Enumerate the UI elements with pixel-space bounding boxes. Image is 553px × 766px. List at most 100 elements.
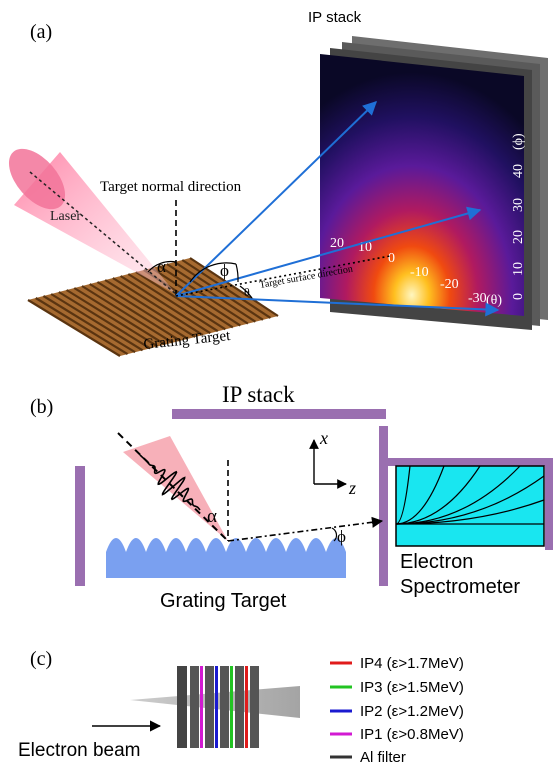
spectrometer-magnet-region xyxy=(395,465,545,547)
laser-aperture xyxy=(8,148,66,210)
grating-ridge xyxy=(65,289,159,348)
phi-arc-a2 xyxy=(235,263,239,283)
legend-label-al-filter: Al filter xyxy=(360,749,406,766)
electron-spectrometer xyxy=(388,458,553,550)
grating-ridge xyxy=(166,263,257,323)
spectrometer-label-line1: Electron xyxy=(400,551,473,573)
legend-label-ip1: IP1 (ε>0.8MeV) xyxy=(360,726,464,743)
grating-ridge xyxy=(135,271,226,331)
ip-stack-title-a: IP stack xyxy=(308,9,362,26)
ip-stack-detector-image xyxy=(320,54,524,316)
legend-label-ip2: IP2 (ε>1.2MeV) xyxy=(360,703,464,720)
grating-ridge xyxy=(119,275,211,335)
ip-layers-stack xyxy=(177,666,259,748)
electron-trajectories xyxy=(395,465,545,525)
phi-tick: 30 xyxy=(511,198,526,212)
grating-ridge xyxy=(104,279,196,338)
phi-tick: 0 xyxy=(511,293,526,300)
grating-ridge xyxy=(73,287,166,346)
panel-c: (c) Electron beam IP4 (ε>1.7MeV) IP3 (ε>… xyxy=(18,648,464,766)
grating-ridges xyxy=(27,257,279,357)
emission-arrow-upper xyxy=(175,101,378,297)
ip-stack-left-bar xyxy=(75,466,85,586)
theta-tick: -20 xyxy=(440,277,459,292)
electron-trajectory xyxy=(395,499,545,525)
alpha-symbol-b: α xyxy=(207,506,217,527)
theta-tick: -10 xyxy=(410,265,429,280)
grating-target-label-b: Grating Target xyxy=(160,590,287,612)
alpha-arc xyxy=(147,260,177,273)
phi-symbol-b: ϕ xyxy=(337,527,346,546)
grating-ridge xyxy=(181,259,272,319)
ip-stack-top-bar xyxy=(172,409,386,419)
al-filter-layer xyxy=(177,666,187,748)
grating-ridge xyxy=(58,291,151,350)
ip1-layer xyxy=(200,666,203,748)
grating-target-3d xyxy=(27,257,279,357)
panel-c-label: (c) xyxy=(30,648,52,670)
theta-tick: 0 xyxy=(388,251,395,266)
grating-ridge xyxy=(96,281,189,340)
grating-ridge xyxy=(81,285,174,344)
spectrometer-label-line2: Spectrometer xyxy=(400,576,520,598)
grating-ridge xyxy=(50,293,144,352)
al-filter-layer xyxy=(250,666,259,748)
grating-ridge xyxy=(127,273,219,333)
theta-arc xyxy=(239,285,253,299)
phi-symbol-a: ϕ xyxy=(220,261,229,280)
phi-tick: 40 xyxy=(511,164,526,178)
laser-label: Laser xyxy=(50,209,81,224)
phi-arc-b xyxy=(331,527,338,542)
axis-x-label: x xyxy=(319,428,328,448)
grating-target-2d xyxy=(106,538,346,578)
axis-z-label: z xyxy=(348,478,356,498)
ip3-layer xyxy=(230,666,233,748)
emission-arrow-middle xyxy=(175,206,482,297)
theta-symbol-a: θ xyxy=(244,285,250,299)
ip-stack-title-b: IP stack xyxy=(222,382,295,407)
ip-stack-right-bar xyxy=(379,426,388,586)
grating-ridge xyxy=(42,295,136,354)
ip2-layer xyxy=(215,666,218,748)
al-filter-layer xyxy=(205,666,214,748)
phi-axis-unit: (ϕ) xyxy=(511,133,526,150)
laser-cone-b xyxy=(123,436,228,541)
phi-tick: 10 xyxy=(511,262,526,276)
al-filter-layer xyxy=(220,666,229,748)
target-surface-direction-line xyxy=(175,255,391,297)
spectrometer-top-plate xyxy=(388,458,546,466)
theta-tick: 20 xyxy=(330,236,344,251)
phi-axis: 0 10 20 30 40 (ϕ) xyxy=(511,133,526,300)
theta-axis-unit: (θ) xyxy=(486,293,502,308)
panel-b-label: (b) xyxy=(30,396,53,418)
al-filter-layer xyxy=(190,666,199,748)
ip-stack-image xyxy=(320,36,548,330)
laser-axis-line xyxy=(29,171,177,295)
phi-tick: 20 xyxy=(511,230,526,244)
laser-pulse-waveform xyxy=(139,454,201,511)
ip4-layer xyxy=(245,666,248,748)
al-filter-layer xyxy=(235,666,244,748)
legend-label-ip4: IP4 (ε>1.7MeV) xyxy=(360,655,464,672)
spectrometer-right-plate xyxy=(545,458,553,550)
panel-a: (a) IP stack 20 10 0 -10 -20 -30 (θ) 0 1… xyxy=(8,9,548,357)
target-normal-label: Target normal direction xyxy=(100,179,242,195)
emission-arrow-surface xyxy=(175,295,500,317)
grating-ridge xyxy=(173,261,264,321)
grating-ridge xyxy=(158,265,249,325)
grating-ridge xyxy=(112,277,204,336)
panel-a-label: (a) xyxy=(30,21,52,43)
panel-b: (b) IP stack x z α ϕ Grating Target xyxy=(30,382,553,612)
phi-arc-a xyxy=(189,262,237,283)
grating-ridge xyxy=(27,299,121,357)
grating-ridge xyxy=(35,297,129,356)
alpha-symbol-a: α xyxy=(157,257,166,276)
grating-ridge xyxy=(89,283,181,342)
grating-profile xyxy=(106,538,346,578)
electron-emission-arrow xyxy=(227,516,384,542)
legend-label-ip3: IP3 (ε>1.5MeV) xyxy=(360,679,464,696)
legend: IP4 (ε>1.7MeV) IP3 (ε>1.5MeV) IP2 (ε>1.2… xyxy=(330,655,464,766)
laser-cone xyxy=(8,148,177,295)
theta-tick: -30 xyxy=(468,291,487,306)
